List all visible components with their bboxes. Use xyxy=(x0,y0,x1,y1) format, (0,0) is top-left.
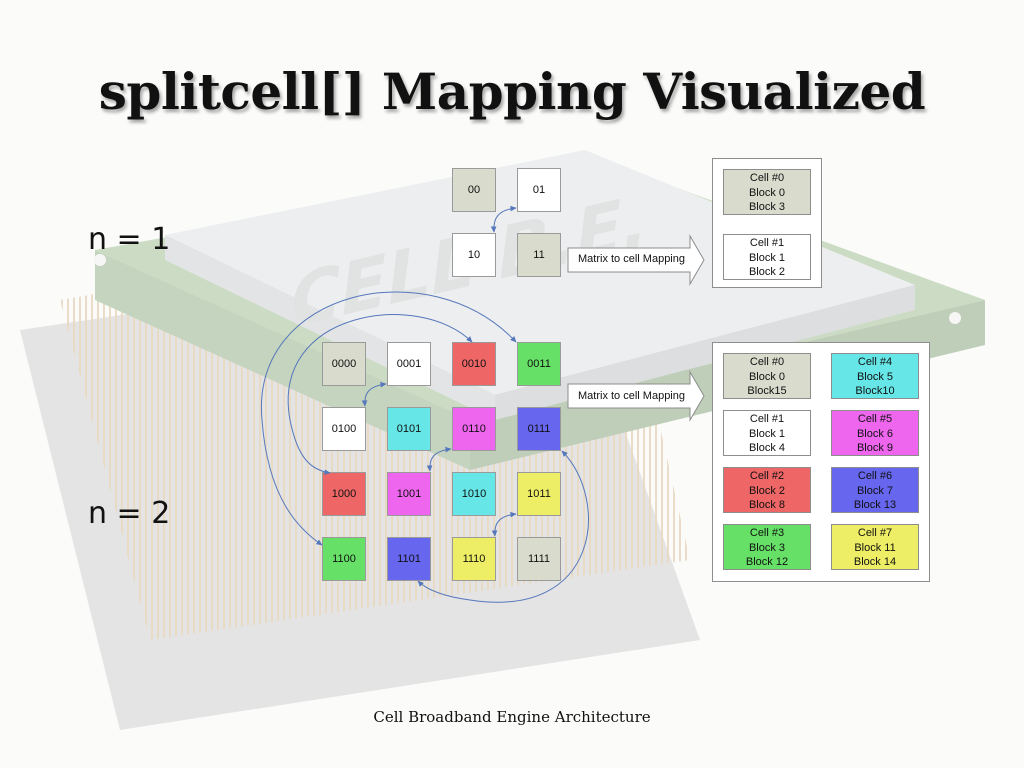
cell-block-line: Block15 xyxy=(724,384,810,399)
cell-block-box: Cell #1 Block 1 Block 4 xyxy=(723,410,811,456)
cell-block-line: Block10 xyxy=(832,384,918,399)
matrix-cell: 1011 xyxy=(517,472,561,516)
cell-block-line: Block 2 xyxy=(724,484,810,499)
cell-block-line: Block 4 xyxy=(724,441,810,456)
slide-footer: Cell Broadband Engine Architecture xyxy=(0,708,1024,726)
cell-block-line: Block 9 xyxy=(832,441,918,456)
matrix-cell: 1001 xyxy=(387,472,431,516)
matrix-cell: 0000 xyxy=(322,342,366,386)
cell-block-box: Cell #5 Block 6 Block 9 xyxy=(831,410,919,456)
matrix-cell: 10 xyxy=(452,233,496,277)
matrix-cell: 11 xyxy=(517,233,561,277)
cell-block-line: Cell #1 xyxy=(724,412,810,427)
cell-block-box: Cell #2 Block 2 Block 8 xyxy=(723,467,811,513)
slide-title: splitcell[] Mapping Visualized xyxy=(0,62,1024,121)
matrix-cell: 1010 xyxy=(452,472,496,516)
cell-block-line: Block 12 xyxy=(724,555,810,570)
matrix-cell: 1101 xyxy=(387,537,431,581)
cell-block-line: Cell #6 xyxy=(832,469,918,484)
cell-block-line: Cell #5 xyxy=(832,412,918,427)
matrix-cell: 0100 xyxy=(322,407,366,451)
matrix-cell: 1000 xyxy=(322,472,366,516)
cell-block-line: Block 14 xyxy=(832,555,918,570)
mapping-arrow-label: Matrix to cell Mapping xyxy=(578,253,685,265)
cell-block-line: Block 1 xyxy=(724,427,810,442)
cell-block-line: Cell #7 xyxy=(832,526,918,541)
matrix-cell: 0011 xyxy=(517,342,561,386)
mapping-arrow-label: Matrix to cell Mapping xyxy=(578,390,685,402)
cell-block-line: Block 0 xyxy=(724,186,810,201)
cell-block-line: Cell #0 xyxy=(724,171,810,186)
cell-block-line: Cell #2 xyxy=(724,469,810,484)
cell-block-line: Cell #0 xyxy=(724,355,810,370)
matrix-cell: 0101 xyxy=(387,407,431,451)
matrix-cell: 0111 xyxy=(517,407,561,451)
matrix-cell: 1110 xyxy=(452,537,496,581)
cell-block-box: Cell #0 Block 0 Block 3 xyxy=(723,169,811,215)
cell-block-line: Block 0 xyxy=(724,370,810,385)
cell-block-line: Block 1 xyxy=(724,251,810,266)
cell-block-line: Block 2 xyxy=(724,265,810,280)
cell-block-box: Cell #1 Block 1 Block 2 xyxy=(723,234,811,280)
cell-block-line: Block 3 xyxy=(724,541,810,556)
matrix-cell: 01 xyxy=(517,168,561,212)
matrix-cell: 1111 xyxy=(517,537,561,581)
cell-block-line: Cell #1 xyxy=(724,236,810,251)
matrix-cell: 0001 xyxy=(387,342,431,386)
matrix-cell: 0110 xyxy=(452,407,496,451)
cell-block-box: Cell #3 Block 3 Block 12 xyxy=(723,524,811,570)
matrix-cell: 00 xyxy=(452,168,496,212)
cell-block-line: Cell #3 xyxy=(724,526,810,541)
cell-block-line: Block 5 xyxy=(832,370,918,385)
cell-block-line: Block 13 xyxy=(832,498,918,513)
n1-label: n = 1 xyxy=(88,222,170,257)
matrix-cell: 1100 xyxy=(322,537,366,581)
cell-block-line: Block 11 xyxy=(832,541,918,556)
cell-block-box: Cell #6 Block 7 Block 13 xyxy=(831,467,919,513)
cell-block-line: Cell #4 xyxy=(832,355,918,370)
cell-block-line: Block 6 xyxy=(832,427,918,442)
cell-block-line: Block 8 xyxy=(724,498,810,513)
cell-block-line: Block 3 xyxy=(724,200,810,215)
matrix-cell: 0010 xyxy=(452,342,496,386)
n2-label: n = 2 xyxy=(88,496,170,531)
cell-block-box: Cell #0 Block 0 Block15 xyxy=(723,353,811,399)
cell-block-box: Cell #4 Block 5 Block10 xyxy=(831,353,919,399)
cell-block-line: Block 7 xyxy=(832,484,918,499)
cell-block-box: Cell #7 Block 11 Block 14 xyxy=(831,524,919,570)
